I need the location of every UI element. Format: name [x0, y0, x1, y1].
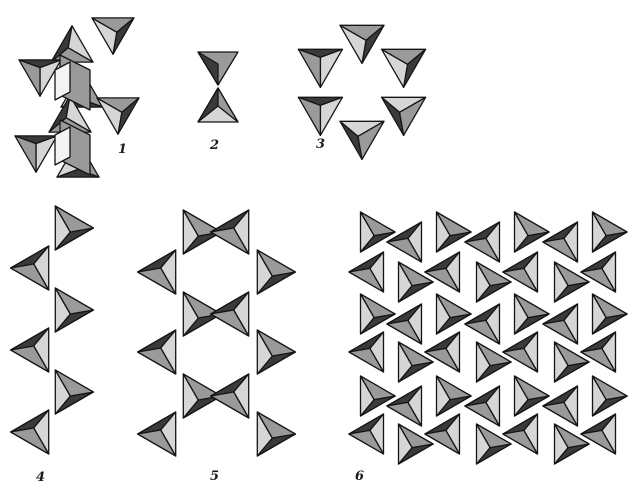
panel-4-zigzag-chain — [11, 206, 94, 454]
panel-2-tetrahedron-pair — [198, 52, 238, 122]
panel-2-label: 2 — [210, 139, 219, 152]
panel-1-label: 1 — [118, 143, 127, 156]
panel-6-ring-sheet — [349, 212, 627, 464]
panel-5-label: 5 — [210, 470, 219, 483]
panel-5-double-ribbon — [138, 210, 296, 456]
panel-4-label: 4 — [36, 471, 45, 484]
panel-3-label: 3 — [316, 138, 325, 151]
panel-6-label: 6 — [355, 470, 364, 483]
